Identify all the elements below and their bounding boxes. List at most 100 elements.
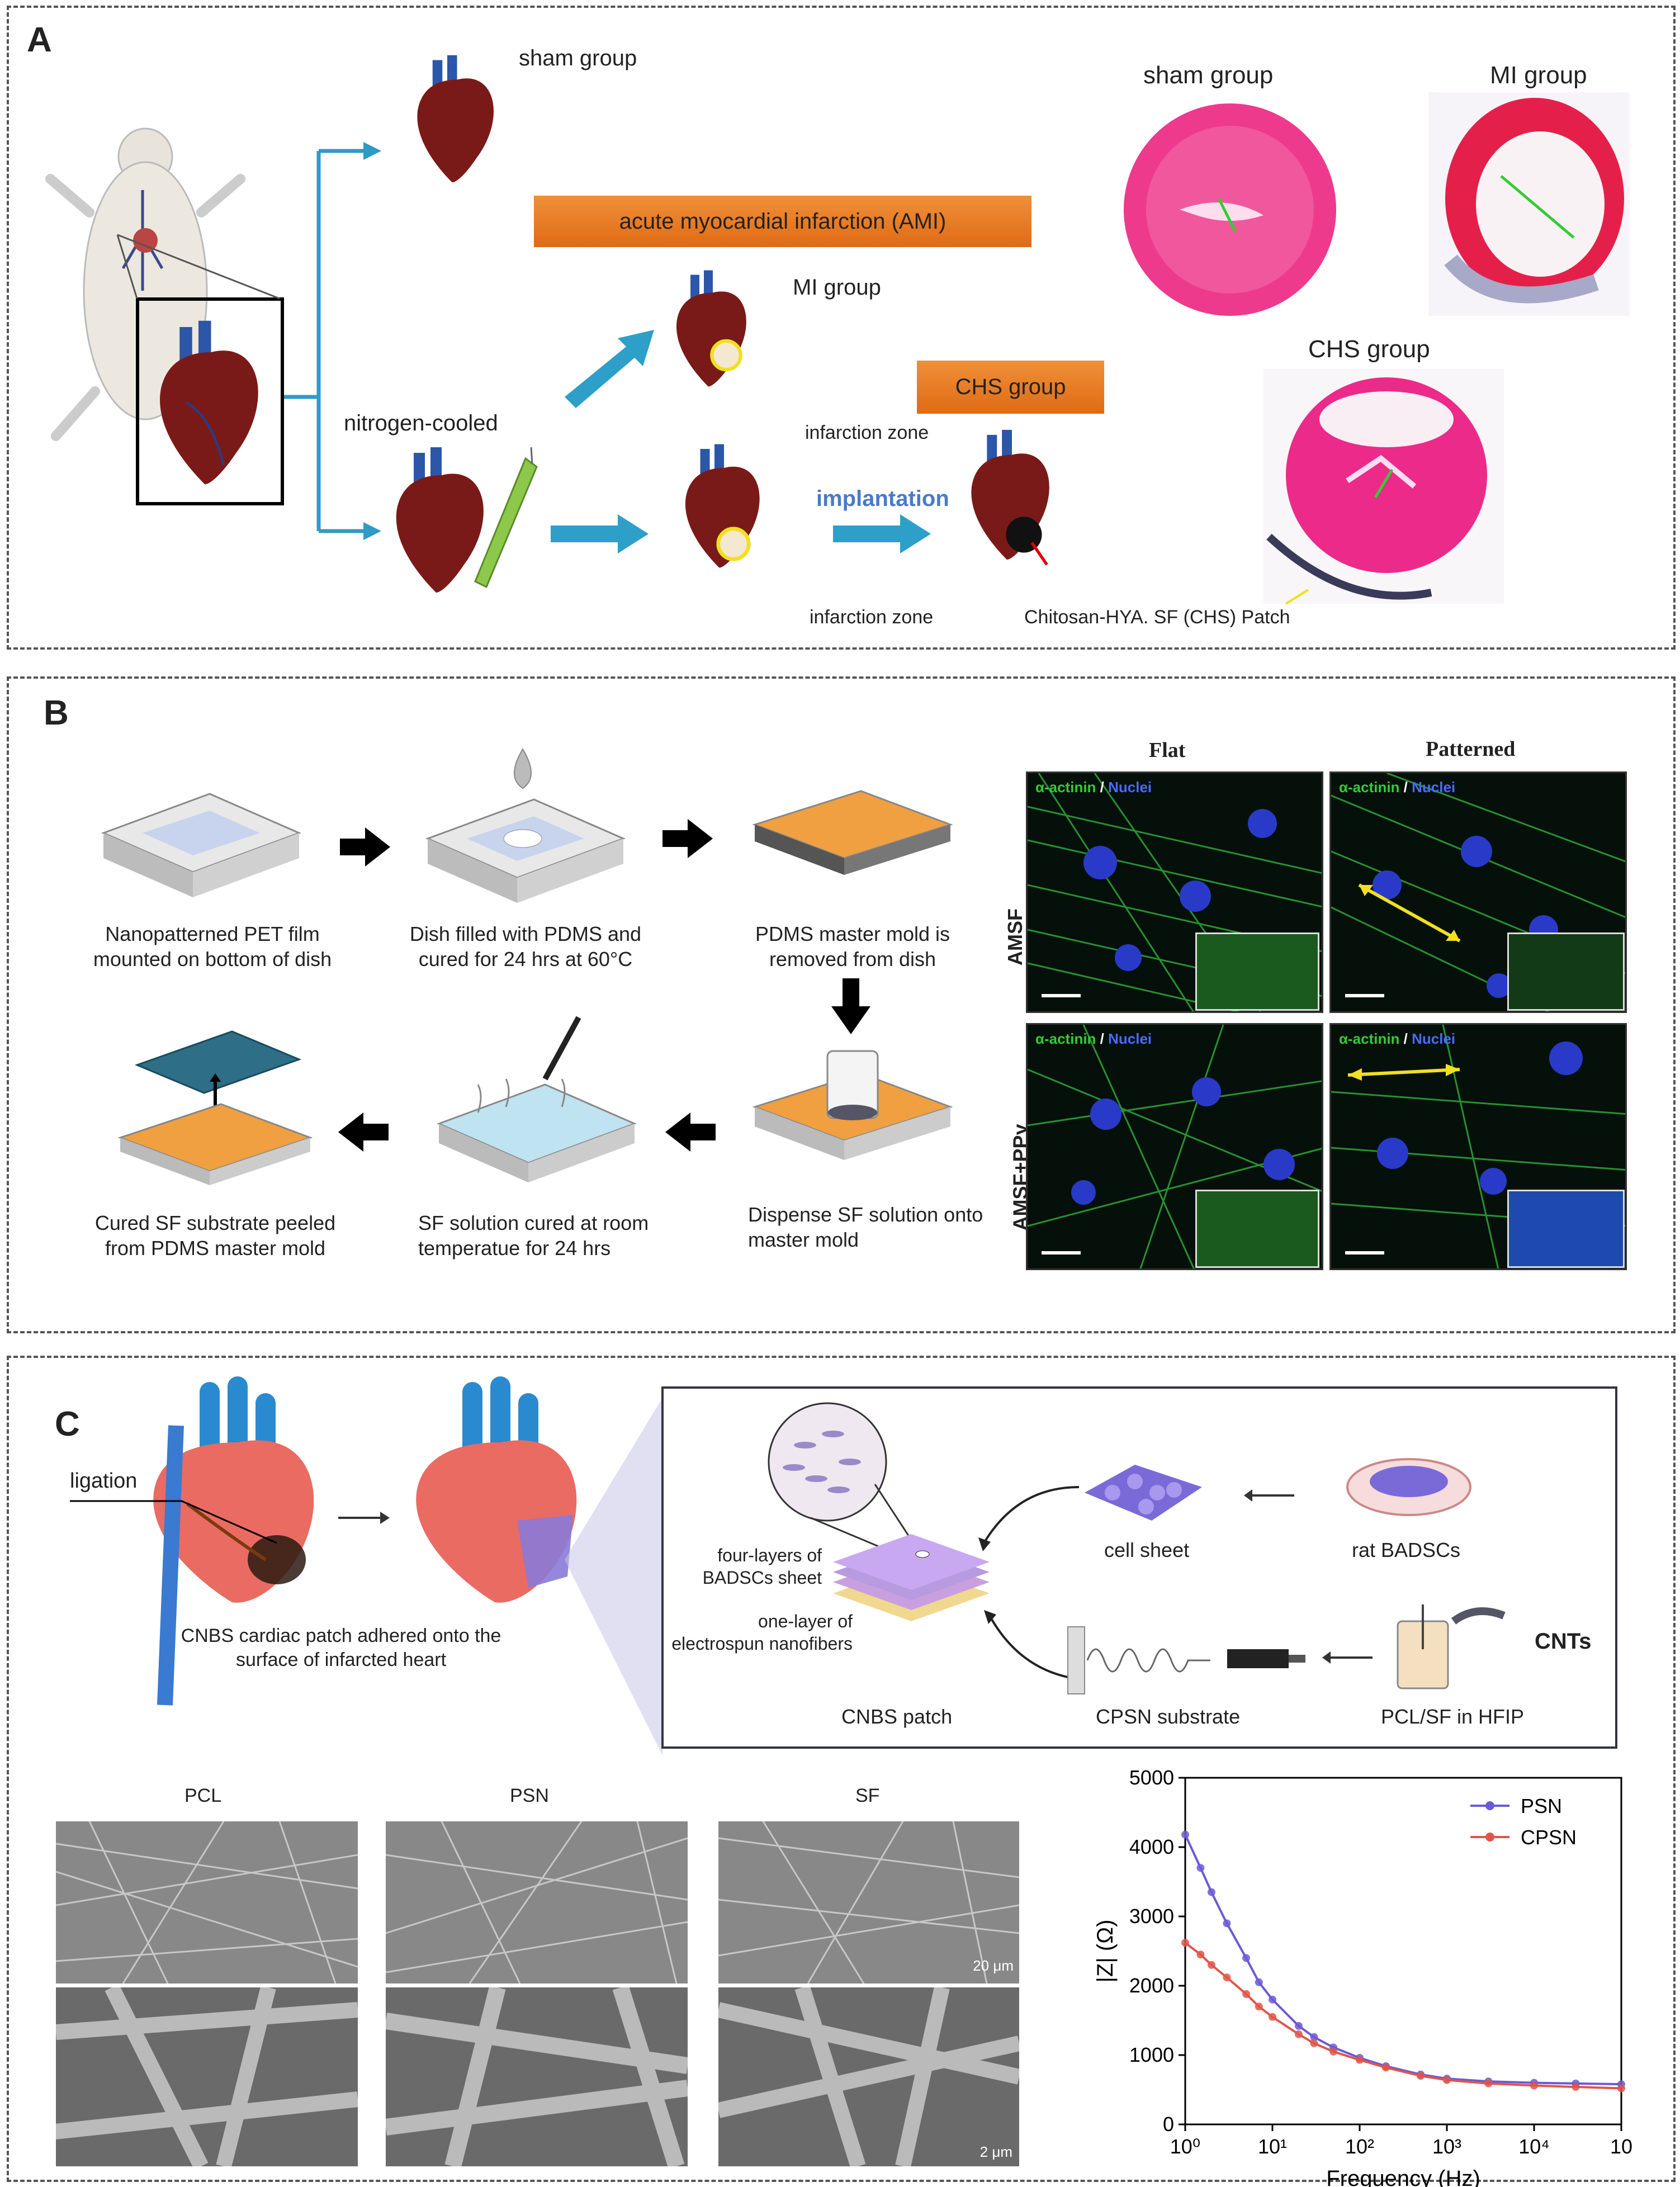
stain-actinin: α-actinin xyxy=(1339,1030,1400,1047)
arrow-b4 xyxy=(338,1113,389,1152)
sem-pcl-high xyxy=(56,1987,358,2166)
data-point-cpsn xyxy=(1223,1973,1231,1982)
data-point-psn xyxy=(1242,1954,1251,1962)
plot-frame xyxy=(1184,1777,1622,2126)
x-tick-label: 10¹ xyxy=(1258,2135,1287,2158)
stain-nuclei: Nuclei xyxy=(1412,1030,1456,1047)
data-point-cpsn xyxy=(1207,1961,1215,1969)
heart-zoom-box xyxy=(136,297,284,505)
heart-patched-illustration xyxy=(416,1376,577,1603)
arrow-b1 xyxy=(340,827,390,867)
heart-icon-nitrogen xyxy=(396,447,484,593)
infarction-zone-label-2: infarction zone xyxy=(810,607,934,628)
heart-icon-infarct xyxy=(685,444,760,568)
data-point-cpsn xyxy=(1269,2013,1276,2021)
electrospinning-icon xyxy=(1067,1626,1305,1694)
step5-text: SF solution cured at room temperatue for… xyxy=(418,1211,649,1260)
nitrogen-cooled-label: nitrogen-cooled xyxy=(344,411,498,435)
series-line-psn xyxy=(1184,1834,1622,2086)
sem-psn-high xyxy=(386,1987,688,2166)
arrow-c-curve-top xyxy=(978,1486,1080,1551)
stain-nuclei: Nuclei xyxy=(1108,1030,1152,1047)
cpsn-substrate-label: CPSN substrate xyxy=(1096,1705,1241,1728)
dish-pet-film xyxy=(101,793,302,897)
data-point-cpsn xyxy=(1443,2076,1451,2084)
y-tick-label: 5000 xyxy=(1129,1766,1174,1789)
stain-actinin: α-actinin xyxy=(1035,1030,1096,1047)
micrograph-inset xyxy=(1195,932,1319,1011)
four-layers-label: four-layers of BADSCs sheet xyxy=(702,1545,822,1588)
data-point-psn xyxy=(1223,1919,1231,1928)
y-tick-label: 2000 xyxy=(1129,1974,1174,1997)
dish-master-mold xyxy=(752,790,953,875)
y-tick-label: 1000 xyxy=(1129,2043,1174,2066)
panel-b-label: B xyxy=(44,694,69,732)
data-point-cpsn xyxy=(1329,2047,1338,2056)
sem-pcl-low xyxy=(56,1821,358,1984)
step6-text: Cured SF substrate peeled from PDMS mast… xyxy=(94,1211,336,1260)
panel-b xyxy=(7,676,1676,1333)
arrow-right-1 xyxy=(551,514,649,553)
zoom-lines xyxy=(116,234,280,300)
petri-dish-icon xyxy=(1346,1458,1471,1516)
legend-label-cpsn: CPSN xyxy=(1521,1826,1577,1849)
arrow-to-mi xyxy=(565,330,654,408)
ligation-pointer xyxy=(70,1500,277,1544)
cell-sheet-icon xyxy=(1085,1465,1202,1521)
data-point-cpsn xyxy=(1196,1951,1205,1959)
zoom-fan xyxy=(565,1398,662,1755)
arrow-b-down xyxy=(831,978,870,1034)
dish-peeled-sf xyxy=(117,1030,313,1185)
cnts-label: CNTs xyxy=(1535,1629,1592,1654)
cnbs-schematic-box xyxy=(661,1386,1617,1749)
data-point-psn xyxy=(1255,1978,1263,1986)
sem-psn-label: PSN xyxy=(510,1785,549,1806)
arrow-b2 xyxy=(662,819,713,858)
step2-text: Dish filled with PDMS and cured for 24 h… xyxy=(409,922,642,971)
histo-chs-label: CHS group xyxy=(1308,335,1430,363)
y-tick-label: 3000 xyxy=(1129,1905,1174,1928)
rat-illustration xyxy=(45,127,245,441)
scale-bar xyxy=(1042,994,1081,997)
one-layer-label: one-layer of electrospun nanofibers xyxy=(671,1611,853,1654)
sem-sf-high: 2 μm xyxy=(718,1987,1019,2166)
scale-bar xyxy=(1042,1251,1081,1255)
sem-sf-low: 20 μm xyxy=(718,1821,1019,1984)
scale-bar xyxy=(1345,994,1384,997)
arrow-c3 xyxy=(1244,1489,1294,1502)
data-point-cpsn xyxy=(1381,2063,1390,2072)
scale-bar xyxy=(1345,1251,1384,1255)
data-point-cpsn xyxy=(1572,2083,1580,2091)
micrograph-ppy-flat: α-actinin / Nuclei xyxy=(1026,1023,1323,1270)
data-point-psn xyxy=(1196,1864,1205,1872)
heart-icon-sham xyxy=(417,55,494,183)
x-tick-label: 10³ xyxy=(1432,2135,1461,2158)
scale-label-2um: 2 μm xyxy=(979,2143,1012,2160)
data-point-psn xyxy=(1310,2033,1318,2041)
branch-arrows xyxy=(284,142,381,540)
col-patterned-label: Patterned xyxy=(1426,737,1516,761)
stain-sep: / xyxy=(1399,1030,1412,1047)
data-point-cpsn xyxy=(1417,2072,1425,2080)
x-tick-label: 10⁴ xyxy=(1518,2135,1550,2158)
panel-a xyxy=(7,6,1676,650)
legend-marker-cpsn xyxy=(1485,1833,1494,1842)
arrow-right-implantation xyxy=(833,514,931,553)
nitrogen-probe-icon xyxy=(474,447,538,589)
data-point-cpsn xyxy=(1255,2003,1263,2011)
ligation-label: ligation xyxy=(70,1469,138,1493)
x-tick-label: 10⁰ xyxy=(1170,2135,1200,2158)
x-axis-label: Frequency (Hz) xyxy=(1326,2166,1480,2187)
infarction-zone-label-1: infarction zone xyxy=(805,422,929,443)
micrograph-ppy-patterned: α-actinin / Nuclei xyxy=(1329,1023,1627,1270)
heart-icon-zoom xyxy=(160,320,258,485)
row-amsf-label: AMSF xyxy=(1004,908,1026,965)
x-tick-label: 10 xyxy=(1610,2135,1632,2158)
data-point-psn xyxy=(1207,1888,1215,1896)
step3-text: PDMS master mold is removed from dish xyxy=(755,922,950,971)
data-point-cpsn xyxy=(1484,2079,1493,2087)
data-point-cpsn xyxy=(1617,2084,1625,2093)
chs-group-banner: CHS group xyxy=(917,361,1104,414)
data-point-psn xyxy=(1181,1830,1189,1839)
